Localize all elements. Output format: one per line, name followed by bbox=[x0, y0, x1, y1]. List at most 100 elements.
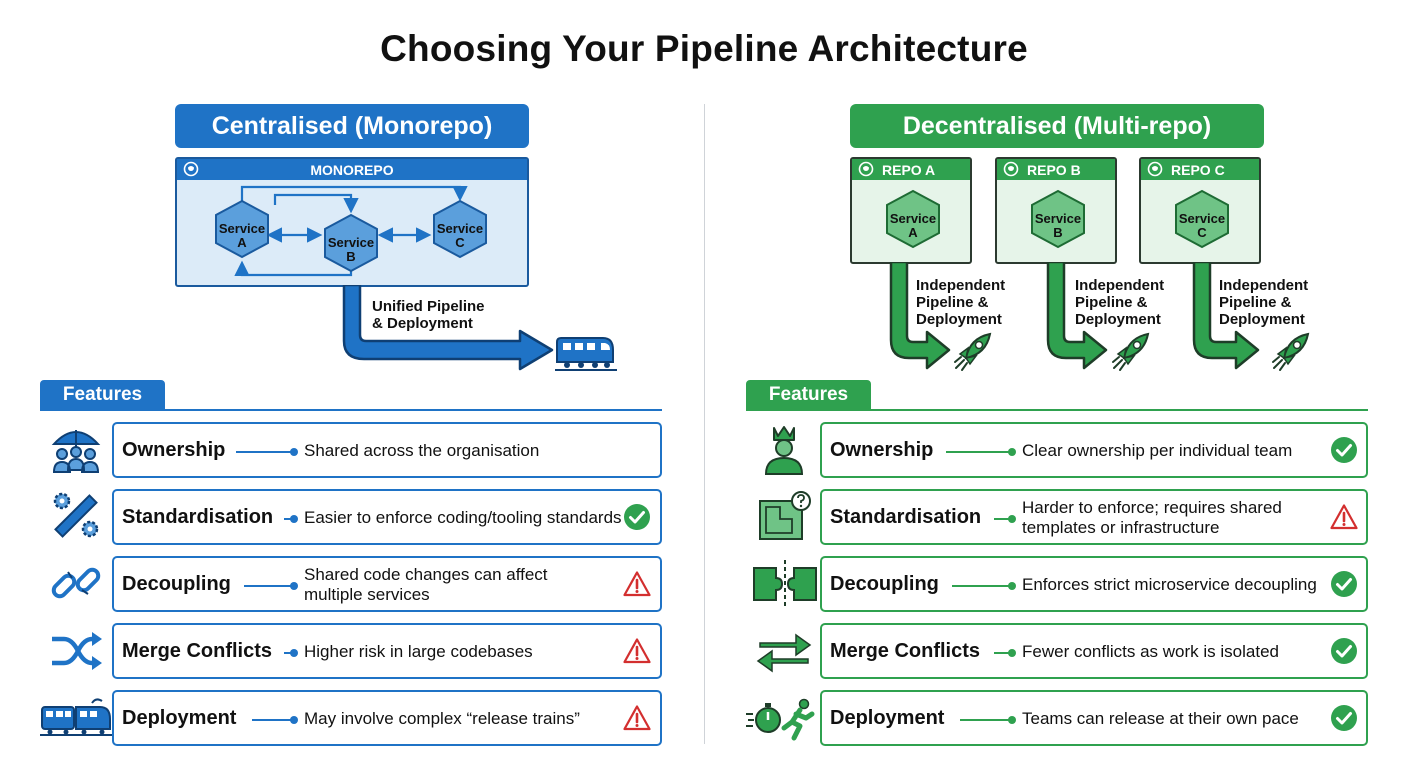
pipeline-note: Unified Pipeline & Deployment bbox=[372, 298, 485, 332]
pipeline-note-line1: Unified Pipeline bbox=[372, 298, 485, 315]
service-a-letter: A bbox=[237, 235, 247, 250]
note-line2: Pipeline & bbox=[1219, 294, 1292, 311]
arrow-a-to-b bbox=[273, 193, 359, 214]
connector-dot bbox=[1008, 448, 1016, 456]
service-c-label: Service bbox=[1179, 211, 1225, 226]
monorepo-services-diagram: Service A Service B Service C bbox=[215, 185, 487, 277]
connector-dot bbox=[1008, 716, 1016, 724]
github-icon bbox=[183, 161, 199, 177]
connector-dot bbox=[1008, 582, 1016, 590]
feature-desc: Clear ownership per individual team bbox=[1022, 441, 1293, 460]
feature-name: Standardisation bbox=[122, 506, 274, 528]
feature-desc: Teams can release at their own pace bbox=[1022, 709, 1299, 728]
note-line1: Independent bbox=[1219, 277, 1309, 294]
feature-desc: May involve complex “release trains” bbox=[304, 709, 580, 728]
feature-desc: Fewer conflicts as work is isolated bbox=[1022, 642, 1279, 661]
feature-row-deployment-left: Deployment May involve complex “release … bbox=[112, 690, 662, 746]
feature-connector bbox=[284, 518, 294, 520]
feature-connector bbox=[952, 585, 1012, 587]
github-icon bbox=[1147, 161, 1163, 177]
features-rule-left bbox=[40, 409, 662, 411]
service-b-label: Service bbox=[328, 235, 374, 250]
service-a-node: Service A bbox=[215, 199, 269, 259]
github-icon bbox=[1003, 161, 1019, 177]
column-divider bbox=[704, 104, 705, 744]
features-tab-right: Features bbox=[746, 380, 871, 410]
rocket-icon bbox=[954, 332, 992, 371]
service-c-letter: C bbox=[455, 235, 465, 250]
repo-b-note: Independent Pipeline & Deployment bbox=[1075, 277, 1164, 328]
note-line2: Pipeline & bbox=[1075, 294, 1148, 311]
feature-desc-line2: templates or infrastructure bbox=[1022, 518, 1220, 537]
rocket-icon bbox=[1112, 332, 1150, 371]
rocket-icon bbox=[1272, 332, 1310, 371]
feature-desc-line1: Shared code changes can affect bbox=[304, 565, 548, 584]
page-title: Choosing Your Pipeline Architecture bbox=[380, 28, 1028, 69]
centralised-heading: Centralised (Monorepo) bbox=[175, 104, 529, 148]
feature-name: Deployment bbox=[830, 707, 945, 729]
warning-icon bbox=[623, 571, 651, 597]
repo-c-note: Independent Pipeline & Deployment bbox=[1219, 277, 1308, 328]
pipeline-arrow-a bbox=[889, 262, 951, 370]
check-icon bbox=[1331, 437, 1357, 463]
note-line1: Independent bbox=[1075, 277, 1165, 294]
note-line3: Deployment bbox=[1219, 311, 1305, 328]
service-c-node: Service C bbox=[433, 199, 487, 259]
arrow-a-to-c bbox=[240, 185, 468, 205]
feature-connector bbox=[960, 719, 1012, 721]
train-icon bbox=[555, 337, 617, 371]
feature-row-ownership-left: Ownership Shared across the organisation bbox=[112, 422, 662, 478]
repo-b-header: REPO B bbox=[997, 159, 1115, 180]
monorepo-label: MONOREPO bbox=[310, 161, 394, 178]
repo-c-label: REPO C bbox=[1171, 161, 1225, 178]
feature-connector bbox=[284, 652, 294, 654]
connector-dot bbox=[290, 448, 298, 456]
feature-row-deployment-right: Deployment Teams can release at their ow… bbox=[820, 690, 1368, 746]
note-line3: Deployment bbox=[916, 311, 1002, 328]
unified-pipeline-arrow bbox=[342, 285, 554, 371]
service-a-label: Service bbox=[890, 211, 936, 226]
feature-row-decoupling-right: Decoupling Enforces strict microservice … bbox=[820, 556, 1368, 612]
repo-a-note: Independent Pipeline & Deployment bbox=[916, 277, 1005, 328]
note-line3: Deployment bbox=[1075, 311, 1161, 328]
check-icon bbox=[1331, 705, 1357, 731]
opposite-arrows-icon bbox=[756, 633, 812, 673]
feature-row-standardisation-right: Standardisation Harder to enforce; requi… bbox=[820, 489, 1368, 545]
check-icon bbox=[624, 504, 650, 530]
feature-connector bbox=[994, 652, 1012, 654]
feature-row-merge-conflicts-left: Merge Conflicts Higher risk in large cod… bbox=[112, 623, 662, 679]
crowned-person-icon bbox=[764, 426, 804, 475]
connector-dot bbox=[290, 649, 298, 657]
feature-name: Deployment bbox=[122, 707, 237, 729]
note-line2: Pipeline & bbox=[916, 294, 989, 311]
feature-desc: Easier to enforce coding/tooling standar… bbox=[304, 508, 622, 527]
service-b-label: Service bbox=[1035, 211, 1081, 226]
pipeline-arrow-c bbox=[1192, 262, 1260, 370]
warning-icon bbox=[623, 705, 651, 731]
features-rule-right bbox=[746, 409, 1368, 411]
note-line1: Independent bbox=[916, 277, 1006, 294]
monorepo-header: MONOREPO bbox=[177, 159, 527, 180]
service-c-node: Service C bbox=[1175, 189, 1229, 249]
repo-b-label: REPO B bbox=[1027, 161, 1081, 178]
service-c-label: Service bbox=[437, 221, 483, 236]
connector-dot bbox=[290, 515, 298, 523]
stopwatch-runner-icon bbox=[746, 698, 815, 741]
repo-a-label: REPO A bbox=[882, 161, 936, 178]
check-icon bbox=[1331, 571, 1357, 597]
repo-b-box: REPO B Service B bbox=[995, 157, 1117, 264]
connector-dot bbox=[290, 582, 298, 590]
service-b-letter: B bbox=[1053, 225, 1062, 240]
feature-desc: Enforces strict microservice decoupling bbox=[1022, 575, 1317, 594]
feature-name: Ownership bbox=[122, 439, 226, 461]
pipeline-arrow-b bbox=[1046, 262, 1108, 370]
feature-row-standardisation-left: Standardisation Easier to enforce coding… bbox=[112, 489, 662, 545]
crossing-arrows-icon bbox=[52, 632, 102, 670]
pipeline-note-line2: & Deployment bbox=[372, 315, 473, 332]
split-blocks-icon bbox=[753, 560, 817, 608]
repo-c-header: REPO C bbox=[1141, 159, 1259, 180]
service-a-letter: A bbox=[908, 225, 918, 240]
feature-desc-line2: multiple services bbox=[304, 585, 430, 604]
broken-chain-icon bbox=[51, 567, 101, 599]
gears-ruler-icon bbox=[53, 492, 99, 538]
